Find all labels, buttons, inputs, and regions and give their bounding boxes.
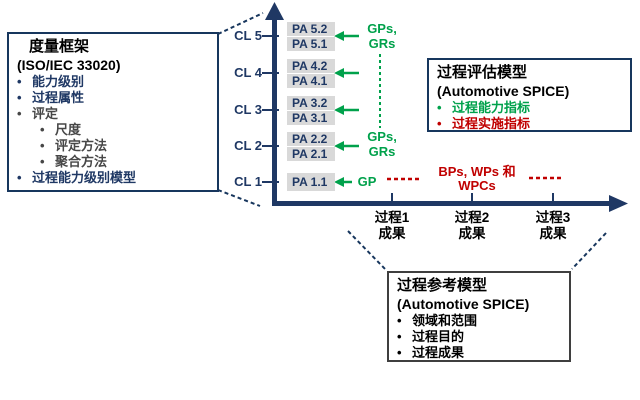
list-item: • 尺度 (40, 122, 211, 138)
list-item-label: 聚合方法 (55, 154, 108, 169)
bullet-icon: • (397, 313, 402, 328)
pa-box: PA 4.2 (287, 59, 335, 73)
cl-label-3: CL 3 (234, 102, 262, 117)
list-item-label: 过程实施指标 (452, 116, 531, 131)
process-1-outcome-label: 过程1 成果 (362, 210, 422, 242)
gp-grs-line2: GRs (368, 36, 396, 51)
list-item: • 评定方法 (40, 138, 211, 154)
list-item: • 聚合方法 (40, 154, 211, 170)
process-label-line1: 过程2 (454, 210, 490, 225)
box-subtitle: (ISO/IEC 33020) (17, 57, 121, 73)
list-item-label: 过程成果 (412, 345, 465, 360)
process-label-line2: 成果 (378, 226, 406, 241)
list-item-label: 能力级别 (32, 74, 85, 89)
list-item-label: 过程目的 (412, 329, 465, 344)
box-title: 过程参考模型 (397, 277, 488, 294)
gp-grs-line2: GRs (368, 144, 396, 159)
bullet-icon: • (17, 106, 22, 121)
assessment-model-box: 过程评估模型 (Automotive SPICE) • 过程能力指标 • 过程实施指… (427, 58, 632, 132)
arrow-left-icon (334, 141, 344, 151)
list-item: • 过程能力级别模型 (17, 170, 211, 186)
list-item: • 过程实施指标 (437, 116, 624, 132)
list-item: • 过程属性 (17, 90, 211, 106)
gp-grs-line1: GPs, (367, 21, 397, 36)
reference-model-box: 过程参考模型 (Automotive SPICE) • 领域和范围 • 过程目的 •… (387, 271, 571, 362)
process-2-outcome-label: 过程2 成果 (442, 210, 502, 242)
gp-grs-label-lower: GPs, GRs (362, 129, 402, 159)
list-item: • 过程成果 (397, 345, 563, 361)
bp-wp-wpc-label: BPs, WPs 和 WPCs (429, 165, 525, 192)
list-item: • 过程能力指标 (437, 100, 624, 116)
measurement-framework-box: 度量框架 (ISO/IEC 33020) •能力级别 •过程属性 •评定 •尺度… (7, 32, 219, 192)
box-title: 过程评估模型 (437, 64, 528, 81)
process-3-outcome-label: 过程3 成果 (523, 210, 583, 242)
pa-box: PA 3.2 (287, 96, 335, 110)
list-item-label: 尺度 (55, 122, 82, 137)
process-axis-line (272, 195, 628, 212)
pa-box: PA 5.1 (287, 37, 335, 51)
gp-label-cl1: GP (357, 174, 377, 189)
list-item-label: 领域和范围 (412, 313, 478, 328)
list-item: • 能力级别 (17, 74, 211, 90)
bullet-icon: • (17, 90, 22, 105)
process-label-line1: 过程1 (374, 210, 410, 225)
pa-box: PA 2.1 (287, 147, 335, 161)
pa-box: PA 1.1 (287, 173, 335, 191)
cl-label-4: CL 4 (234, 65, 262, 80)
box-subtitle: (Automotive SPICE) (397, 296, 530, 312)
list-item: • 评定 (17, 106, 211, 122)
bullet-icon: • (397, 329, 402, 344)
callout-connectors (217, 12, 607, 271)
list-item-label: 评定 (32, 106, 59, 121)
list-item: • 过程目的 (397, 329, 563, 345)
list-item-label: 过程属性 (32, 90, 85, 105)
process-label-line1: 过程3 (535, 210, 571, 225)
axis-arrow-up-icon (265, 2, 284, 20)
bp-wp-line1: BPs, WPs 和 (438, 164, 516, 179)
gp-grs-line1: GPs, (367, 129, 397, 144)
arrow-left-icon (334, 177, 344, 187)
list-item: • 领域和范围 (397, 313, 563, 329)
bullet-icon: • (40, 122, 45, 137)
cl-tick-marks (262, 35, 279, 183)
cl-label-1: CL 1 (234, 174, 262, 189)
cl-label-2: CL 2 (234, 138, 262, 153)
list-item-label: 过程能力指标 (452, 100, 531, 115)
pa-box: PA 4.1 (287, 74, 335, 88)
process-label-line2: 成果 (539, 226, 567, 241)
pa-box: PA 3.1 (287, 111, 335, 125)
axis-arrow-right-icon (609, 195, 628, 212)
list-item-label: 评定方法 (55, 138, 108, 153)
pa-box: PA 2.2 (287, 132, 335, 146)
process-tick-marks (391, 193, 554, 203)
capability-axis-line (265, 2, 284, 206)
cl-label-5: CL 5 (234, 28, 262, 43)
arrow-left-icon (334, 105, 344, 115)
box-title: 度量框架 (29, 38, 90, 55)
gp-grs-label-upper: GPs, GRs (362, 21, 402, 51)
green-indicator-arrows (334, 31, 359, 187)
arrow-left-icon (334, 68, 344, 78)
bullet-icon: • (397, 345, 402, 360)
bp-wp-line2: WPCs (458, 177, 496, 193)
pa-box: PA 5.2 (287, 22, 335, 36)
bullet-icon: • (40, 154, 45, 169)
bullet-icon: • (17, 74, 22, 89)
bullet-icon: • (17, 170, 22, 185)
bullet-icon: • (437, 100, 442, 115)
list-item-label: 过程能力级别模型 (32, 170, 137, 185)
arrow-left-icon (334, 31, 344, 41)
bullet-icon: • (40, 138, 45, 153)
box-subtitle: (Automotive SPICE) (437, 83, 570, 99)
bp-indicator-dashes (387, 176, 564, 181)
bullet-icon: • (437, 116, 442, 131)
process-label-line2: 成果 (458, 226, 486, 241)
